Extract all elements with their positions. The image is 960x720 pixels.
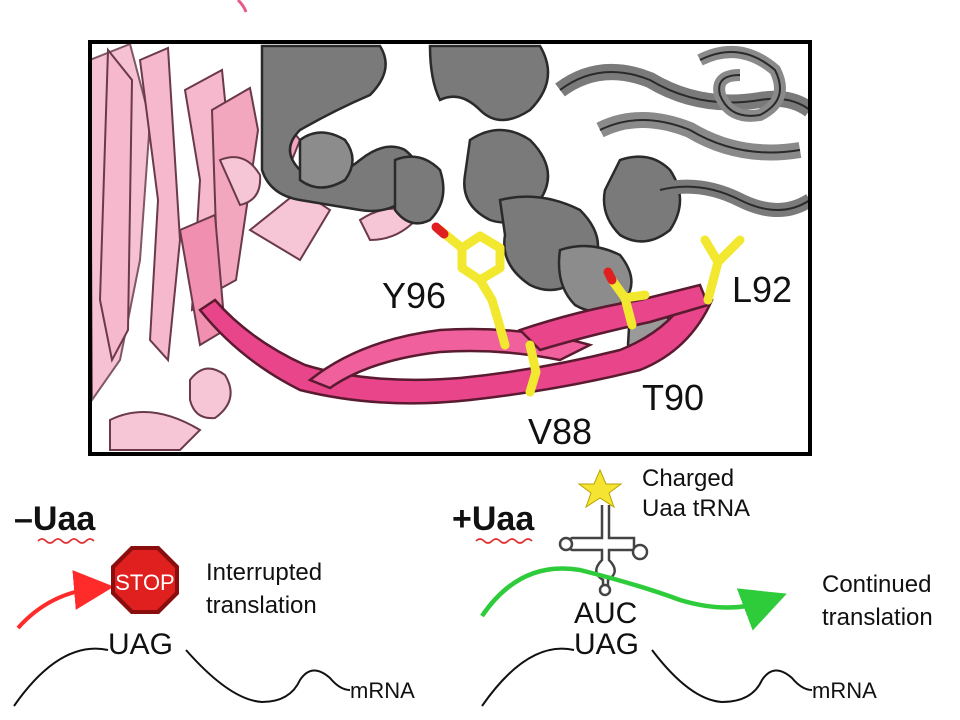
trna-label-line1: Charged xyxy=(642,465,734,492)
oxygen-atoms xyxy=(431,222,617,285)
minus-uaa-heading: –Uaa xyxy=(14,500,96,538)
right-mrna-strand xyxy=(481,647,813,707)
panel-frame xyxy=(88,40,812,456)
left-mrna-label: mRNA xyxy=(350,678,415,703)
side-chains xyxy=(435,225,745,397)
stop-sign-icon: STOP xyxy=(111,546,179,614)
gray-loops xyxy=(555,46,810,217)
hot-pink-hairpin xyxy=(198,283,714,405)
minus-uaa-panel: –Uaa STOP Interrupted translation UAG mR… xyxy=(13,500,415,707)
left-mrna-strand xyxy=(13,647,351,707)
residue-label-l92: L92 xyxy=(732,269,792,310)
spellcheck-underline-2 xyxy=(475,538,533,544)
continued-caption-line2: translation xyxy=(822,604,933,631)
stop-sign-text: STOP xyxy=(115,570,175,595)
trna-label-line2: Uaa tRNA xyxy=(642,495,750,522)
trna-icon xyxy=(558,505,649,597)
residue-label-y96: Y96 xyxy=(382,275,446,316)
interrupted-caption-line2: translation xyxy=(206,592,317,619)
green-translation-arrow xyxy=(480,566,787,631)
protein-structure-panel: Y96 L92 T90 V88 xyxy=(88,40,812,456)
cropped-label-fragment xyxy=(236,0,248,13)
right-codon-uag: UAG xyxy=(574,628,639,661)
plus-uaa-heading: +Uaa xyxy=(452,500,535,538)
red-ribosome-arrow xyxy=(16,570,114,630)
anticodon-auc: AUC xyxy=(574,597,637,630)
left-codon-uag: UAG xyxy=(108,628,173,661)
gray-domain xyxy=(260,44,682,360)
interrupted-caption-line1: Interrupted xyxy=(206,559,322,586)
residue-label-v88: V88 xyxy=(528,411,592,452)
continued-caption-line1: Continued xyxy=(822,571,931,598)
uaa-star-icon xyxy=(577,468,623,509)
plus-uaa-panel: +Uaa Charged Uaa tRNA Continued translat… xyxy=(452,465,933,707)
residue-label-t90: T90 xyxy=(642,377,704,418)
right-mrna-label: mRNA xyxy=(812,678,877,703)
spellcheck-underline xyxy=(37,538,95,544)
